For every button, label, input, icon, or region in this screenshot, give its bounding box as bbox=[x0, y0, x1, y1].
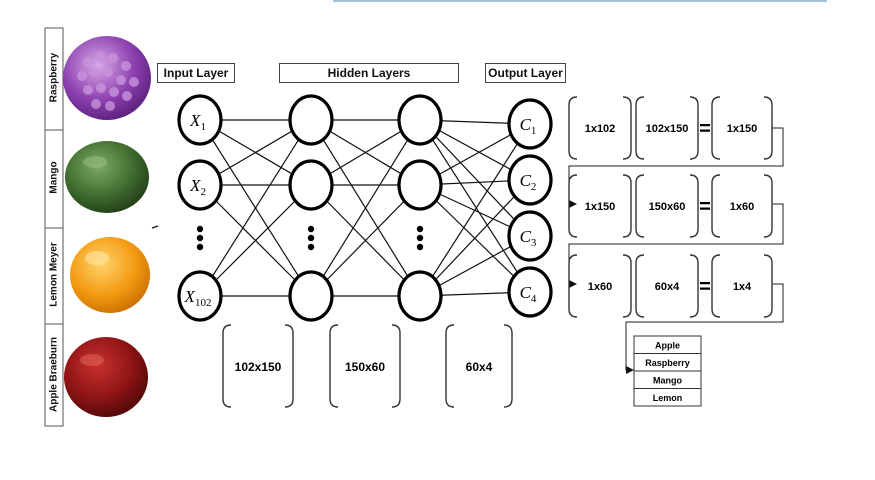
class-table-cell bbox=[633, 388, 702, 407]
equation-weight: 60x4 bbox=[655, 281, 680, 293]
equation-weight: 102x150 bbox=[646, 123, 689, 135]
mango-image bbox=[65, 141, 149, 213]
equation-result: 1x60 bbox=[730, 201, 754, 213]
equals-sign: = bbox=[699, 118, 711, 140]
equation-connectors bbox=[568, 127, 784, 374]
network-edge bbox=[419, 119, 531, 237]
equals-sign: = bbox=[699, 196, 711, 218]
output-node: C2 bbox=[507, 154, 553, 206]
ellipsis-dots bbox=[196, 225, 424, 251]
input-node: X1 bbox=[177, 94, 223, 146]
output-node-label: C4 bbox=[520, 283, 537, 305]
ellipsis-icon bbox=[196, 225, 204, 251]
output-node-label: C3 bbox=[520, 227, 537, 249]
input-node: X102 bbox=[177, 270, 223, 322]
network-edge bbox=[419, 179, 531, 297]
input-node-label: X2 bbox=[189, 176, 206, 198]
equation-input: 1x150 bbox=[585, 201, 616, 213]
equals-sign: = bbox=[699, 276, 711, 298]
network-edge bbox=[419, 123, 531, 297]
equation-weight: 150x60 bbox=[649, 201, 686, 213]
weight-matrix-label: 102x150 bbox=[235, 360, 282, 374]
hidden-node bbox=[397, 270, 443, 322]
fruit-label-column bbox=[44, 27, 64, 427]
network-edge bbox=[419, 119, 531, 293]
output-node: C4 bbox=[507, 266, 553, 318]
output-node-label: C1 bbox=[520, 115, 537, 137]
network-edge bbox=[199, 184, 312, 297]
weight-matrix-label: 60x4 bbox=[466, 360, 493, 374]
input-node-label: X102 bbox=[184, 287, 212, 309]
hidden-node bbox=[397, 94, 443, 146]
network-edge bbox=[310, 119, 421, 297]
input-layer-label: Input Layer bbox=[157, 63, 235, 83]
apple-image bbox=[64, 337, 148, 417]
output-layer-label: Output Layer bbox=[485, 63, 566, 83]
output-node: C3 bbox=[507, 210, 553, 262]
weight-matrix-label: 150x60 bbox=[345, 360, 385, 374]
fruit-panel bbox=[44, 27, 159, 427]
output-node: C1 bbox=[507, 98, 553, 150]
equation-result: 1x150 bbox=[727, 123, 758, 135]
hidden-node bbox=[288, 159, 334, 211]
input-node-label: X1 bbox=[189, 111, 206, 133]
lemon-image bbox=[70, 237, 150, 313]
raspberry-image bbox=[63, 36, 151, 120]
hidden-node bbox=[288, 270, 334, 322]
output-node-label: C2 bbox=[520, 171, 537, 193]
network-edge bbox=[310, 184, 421, 297]
top-divider bbox=[333, 0, 827, 2]
equation-input: 1x60 bbox=[588, 281, 612, 293]
class-label: Lemon bbox=[653, 393, 683, 403]
hidden-node bbox=[288, 94, 334, 146]
class-label: Mango bbox=[653, 376, 682, 386]
equation-input: 1x102 bbox=[585, 123, 616, 135]
input-node: X2 bbox=[177, 159, 223, 211]
class-label: Apple bbox=[655, 341, 680, 351]
network-edges bbox=[199, 119, 531, 297]
ellipsis-icon bbox=[307, 225, 315, 251]
hidden-node bbox=[397, 159, 443, 211]
hidden-layers-label: Hidden Layers bbox=[279, 63, 459, 83]
network-edge bbox=[199, 119, 312, 297]
equation-result: 1x4 bbox=[733, 281, 752, 293]
class-label: Raspberry bbox=[645, 358, 690, 368]
ellipsis-icon bbox=[416, 225, 424, 251]
